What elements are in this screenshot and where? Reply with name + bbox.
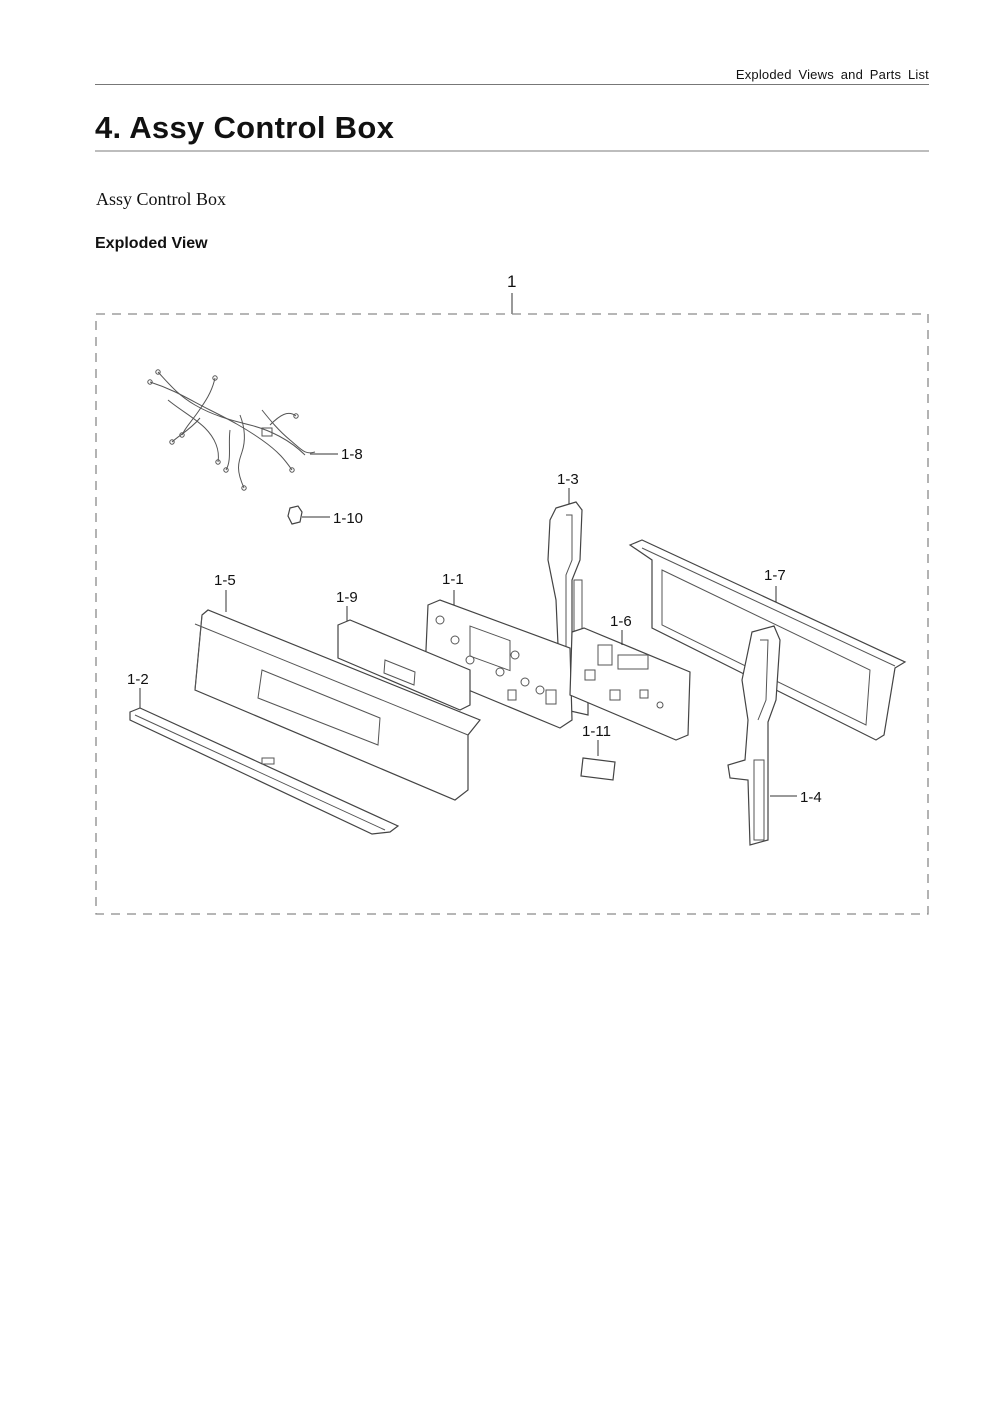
callout-1-6: 1-6 [610,613,632,630]
label-plate [580,757,616,781]
title-rule [95,150,929,152]
callout-1-10: 1-10 [333,510,363,527]
bottom-trim-rail [129,707,400,835]
running-header: Exploded Views and Parts List [735,67,929,82]
assembly-boundary [95,313,929,915]
callout-1-4: 1-4 [800,789,822,806]
callout-1-3: 1-3 [557,471,579,488]
page-title: 4. Assy Control Box [95,110,395,145]
callout-1-5: 1-5 [214,572,236,589]
side-bracket-right [727,625,781,846]
callout-1-8: 1-8 [341,446,363,463]
callout-1-9: 1-9 [336,589,358,606]
clip-part [287,505,303,525]
header-rule [95,84,929,85]
display-window [337,619,471,711]
wire-harness [147,369,316,491]
section-heading: Exploded View [95,235,208,252]
assembly-label: 1 [507,272,516,291]
callout-1-11: 1-11 [582,723,611,740]
callout-1-7: 1-7 [764,567,786,584]
page-subtitle: Assy Control Box [96,189,227,209]
callout-1-1: 1-1 [442,571,464,588]
front-panel [194,609,481,801]
main-pcb [569,627,691,741]
callout-1-2: 1-2 [127,671,149,688]
